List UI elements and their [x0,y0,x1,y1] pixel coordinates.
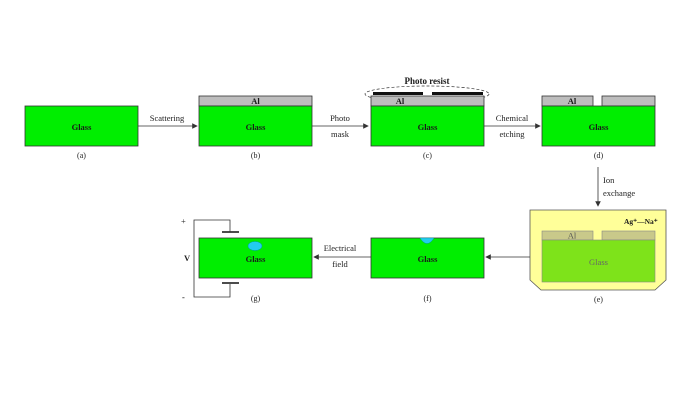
chemical-etching-label-2: etching [499,129,525,139]
step-c: Photo resist Al Glass (c) [364,76,490,160]
glass-label: Glass [72,122,93,132]
photo-mask-label-2: mask [331,129,350,139]
step-e: Ag⁺—Na⁺ Al Glass (e) [529,209,667,304]
photo-resist-highlight [364,85,490,103]
arrow-ion-exchange: Ion exchange [595,167,635,207]
al-label: Al [396,96,405,106]
step-g: + V - Glass (g) [181,216,313,303]
step-f: Glass (f) [370,237,485,303]
glass-label: Glass [246,254,267,264]
glass-label: Glass [589,257,608,267]
step-a: Glass (a) [24,105,139,160]
al-label: Al [568,96,577,106]
glass-substrate [370,105,485,147]
step-b: Al Glass (b) [198,95,313,160]
photo-resist-right [432,92,483,95]
glass-label: Glass [418,254,439,264]
arrow-electrical-field: Electrical field [313,243,371,269]
voltage-circuit: + V - [181,216,239,302]
ion-exchanged-region [419,237,435,244]
buried-ion-region [247,241,263,251]
photo-resist-label: Photo resist [404,76,449,86]
step-g-label: (g) [251,294,261,303]
step-d: Al Glass (d) [541,95,656,160]
al-layer [370,95,485,107]
arrow-scattering: Scattering [138,113,198,129]
ion-exchange-label-1: Ion [603,175,615,185]
minus-sign: - [182,292,185,302]
electrical-field-label-2: field [332,259,348,269]
glass-label: Glass [246,122,267,132]
glass-substrate [370,237,485,279]
glass-substrate [24,105,139,147]
electrical-field-label-1: Electrical [324,243,357,253]
ion-exchange-label-2: exchange [603,188,635,198]
glass-substrate [541,105,656,147]
voltage-label: V [184,253,191,263]
chemical-etching-label-1: Chemical [496,113,529,123]
arrow-chemical-etching: Chemical etching [484,113,541,139]
photo-mask-label-1: Photo [330,113,350,123]
step-c-label: (c) [423,151,432,160]
scattering-label: Scattering [150,113,185,123]
arrow-photo-mask: Photo mask [312,113,369,139]
glass-substrate [541,239,656,283]
glass-substrate [198,105,313,147]
al-label: Al [251,96,260,106]
step-f-label: (f) [424,294,432,303]
step-b-label: (b) [251,151,261,160]
glass-label: Glass [589,122,610,132]
al-label: Al [568,231,577,241]
step-d-label: (d) [594,151,604,160]
step-a-label: (a) [77,151,86,160]
plus-sign: + [181,216,186,226]
photo-resist-left [373,92,423,95]
al-layer-right [601,230,656,241]
step-e-label: (e) [594,295,603,304]
al-layer-right [601,95,656,107]
ion-species-label: Ag⁺—Na⁺ [624,217,658,226]
glass-label: Glass [418,122,439,132]
